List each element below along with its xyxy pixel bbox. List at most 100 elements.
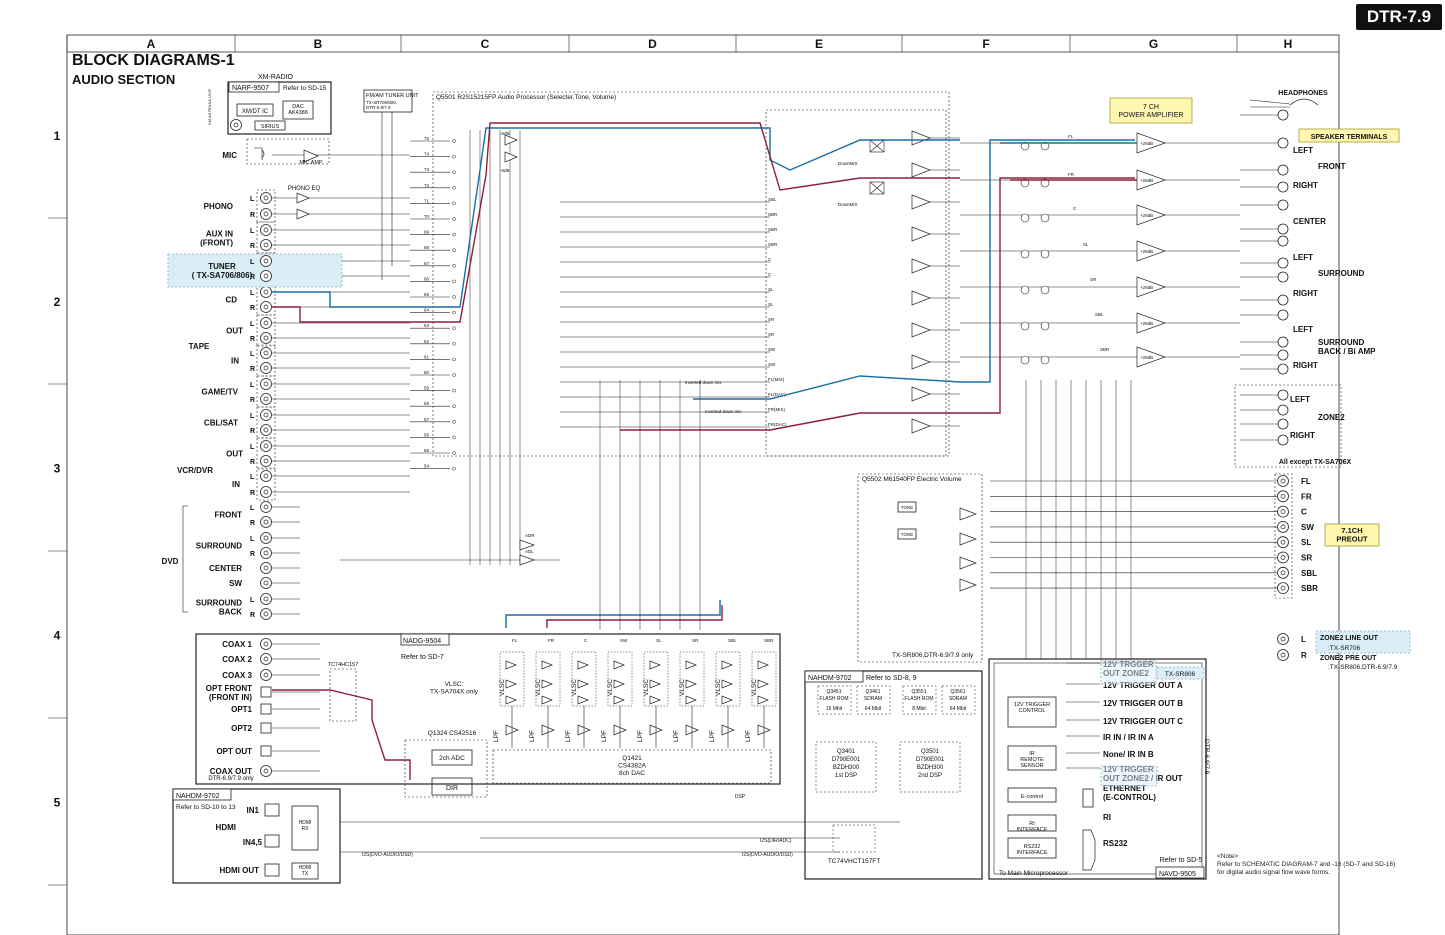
dvd-lr: R (250, 551, 255, 558)
chip-name: FLASH ROM (819, 696, 848, 702)
adl-label: ADL (525, 549, 534, 554)
dvd-lr: L (250, 536, 255, 543)
vlsc-block (643, 651, 669, 707)
navd-refer: Refer to SD-5 (1160, 857, 1203, 864)
zone2-pre-title: ZONE2 PRE OUT (1320, 655, 1377, 662)
preout-label-SBL: SBL (1301, 569, 1317, 578)
hdmi-in45: IN4,5 (243, 838, 263, 847)
switch-node (452, 154, 456, 159)
vlsc-ch-FR: FR (548, 638, 555, 643)
volume-amp (959, 532, 977, 546)
switch-node (452, 295, 456, 299)
input-lr-label: R (250, 459, 255, 466)
navd-zone2-ir-hl (1100, 765, 1158, 787)
preout-label-SR: SR (1301, 554, 1312, 563)
xm-ic (236, 103, 274, 117)
e-channel-label: SL (768, 302, 774, 307)
speaker-terminal (1277, 223, 1289, 235)
tc74hc157 (329, 668, 357, 722)
adc-ic-label: Q1324 CS42516 (428, 730, 477, 737)
speaker-label-4: LEFT (1293, 253, 1313, 262)
dvd-channel-0: FRONT (214, 511, 242, 520)
coax-jack-pin (263, 768, 269, 774)
transistor (1020, 178, 1030, 188)
lpf-label: LPF (601, 730, 608, 742)
e-channel-label: C (768, 257, 772, 262)
lpf-label: LPF (745, 730, 752, 742)
switch-node (452, 466, 456, 471)
grid-col-B: B (314, 37, 323, 51)
tone-amp (911, 322, 931, 338)
power-amp-gain: +29dB (1140, 141, 1153, 146)
preout-jack-pin (1280, 524, 1286, 530)
tuner-jack-l-pin (263, 258, 269, 264)
grid-col-G: G (1149, 37, 1158, 51)
transistor (1040, 321, 1050, 331)
i2s-label-0: I2S(DIR/ADC) (760, 838, 792, 844)
mic-amp (303, 149, 319, 163)
e-channel-label: SBR (768, 212, 778, 217)
lpf-label: LPF (565, 730, 572, 742)
e-channel-label: FL(DAC) (768, 392, 786, 397)
switch-node (452, 264, 456, 268)
vlsc-amp (541, 679, 553, 689)
dsp1-box (815, 741, 877, 793)
transistor (1040, 141, 1050, 151)
dir-box (431, 777, 473, 796)
tone-amp (911, 386, 931, 402)
vlsc-amp (613, 679, 625, 689)
e-channel-label: SL (768, 287, 774, 292)
speaker-terminal (1277, 389, 1289, 401)
vlsc-label: VLSC (751, 679, 758, 696)
vlsc-amp (721, 660, 733, 670)
q5502-label: Q5502 M61540FP Electric Volume (862, 476, 962, 483)
q5502-box (857, 473, 983, 663)
speaker-terminal (1277, 137, 1289, 149)
chip-size: 64 Mbit (865, 706, 882, 712)
switch-node (452, 139, 456, 143)
downmix-label: DownMIX (838, 161, 858, 166)
preout-jack-pin (1280, 555, 1286, 560)
signal-path-red-4 (546, 605, 723, 628)
tuner-unit-title: FM/AM TUNER UNIT (366, 93, 419, 99)
adc-label: 2ch ADC (439, 755, 465, 762)
note-text: <Note> Refer to SCHEMATIC DIAGRAM-7 and … (1217, 853, 1396, 876)
navd-block-label: E-control (1021, 794, 1043, 800)
chip-id: Q3461 (865, 689, 880, 695)
pin-number: 72 (424, 183, 430, 188)
dvd-jack-pin (263, 580, 269, 586)
q5501-inner (765, 109, 947, 457)
pin-number: 71 (424, 198, 430, 203)
xm-board-name: NARF-9507 (232, 85, 269, 92)
frame (66, 34, 1340, 935)
pin-number: 62 (424, 339, 430, 344)
pin-number: 55 (424, 448, 430, 453)
pin-number: 60 (424, 370, 430, 375)
nahdm-left-board (172, 788, 341, 884)
switch-node (452, 388, 456, 393)
input-label-9: OUT (226, 450, 243, 459)
adr-label: ADR (525, 533, 535, 538)
dvd-jack-pin (263, 596, 269, 602)
navd-output-3: 12V TRIGGER OUT C (1103, 717, 1183, 726)
navd-board (988, 658, 1207, 880)
xm-sirius (254, 120, 286, 131)
speaker-label-9: RIGHT (1293, 361, 1318, 370)
transistor (1020, 285, 1030, 295)
speaker-terminal (1277, 257, 1289, 269)
speaker-terminal (1277, 309, 1289, 321)
dvd-lr: R (250, 520, 255, 527)
vlsc-amp (757, 695, 769, 705)
headphones-label: HEADPHONES (1278, 90, 1328, 97)
navd-block-1 (1007, 745, 1057, 771)
preout-jack-pin (1280, 585, 1286, 591)
xm-antenna-label: XM ANTENNA UNIT (207, 88, 212, 125)
nahdm-left-tag (172, 788, 232, 801)
speaker-terminal (1277, 418, 1289, 430)
switch-node (452, 357, 456, 362)
